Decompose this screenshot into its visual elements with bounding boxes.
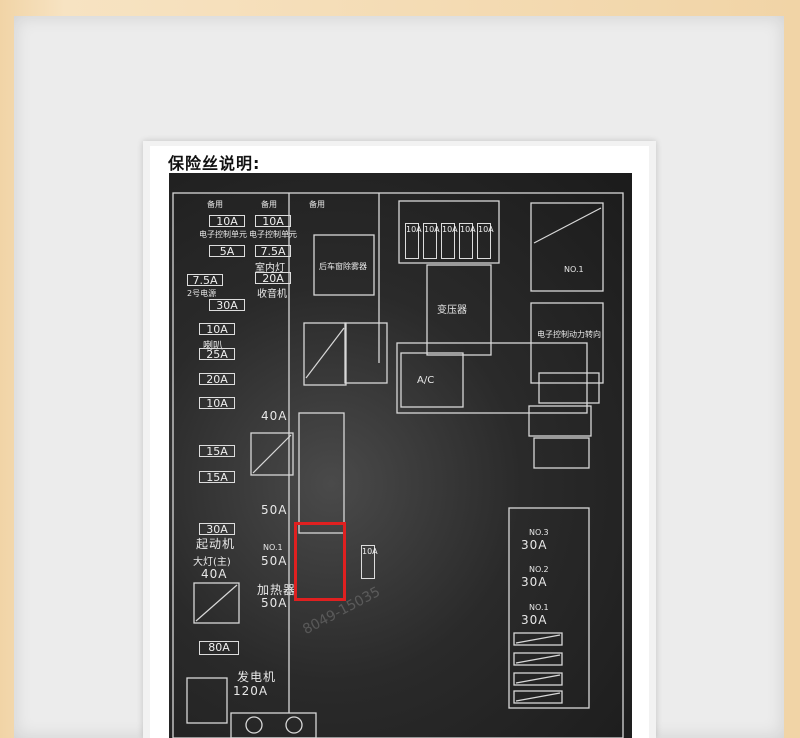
fuse-box-diagram bbox=[172, 192, 624, 738]
fuse-10a-vertical: 10A bbox=[459, 223, 476, 259]
fuse-15a: 15A bbox=[199, 445, 235, 458]
spare-label-1: 备用 bbox=[207, 200, 223, 209]
no1-label: NO.1 bbox=[529, 603, 549, 612]
fuse-20a: 20A bbox=[255, 272, 291, 285]
fuse-50a-text: 50A bbox=[261, 596, 288, 610]
spare-label-2: 备用 bbox=[261, 200, 277, 209]
fuse-40a-text: 40A bbox=[201, 567, 228, 581]
ecu-label: 电子控制单元 bbox=[249, 230, 297, 239]
fuse-box-photo: 备用 备用 备用 10A 10A 电子控制单元 电子控制单元 5A 7.5A 室… bbox=[169, 173, 632, 738]
fuse-10a-vertical: 10A bbox=[361, 545, 378, 579]
fuse-10a: 10A bbox=[209, 215, 245, 228]
fuse-7-5a: 7.5A bbox=[255, 245, 291, 258]
fuse-30a: 30A bbox=[199, 523, 235, 536]
fuse-10a: 10A bbox=[199, 323, 235, 336]
no2-label: NO.2 bbox=[529, 565, 549, 574]
fuse-40a-text: 40A bbox=[261, 409, 288, 423]
fuse-10a-vertical: 10A bbox=[405, 223, 422, 259]
highlighted-fuse-box bbox=[294, 522, 346, 601]
horn-label: 喇叭 bbox=[203, 341, 223, 352]
fuse-7-5a: 7.5A bbox=[187, 274, 223, 287]
room-light-label: 室内灯 bbox=[255, 263, 285, 274]
alternator-label: 发电机 bbox=[237, 670, 277, 684]
fuse-25a: 25A bbox=[199, 348, 235, 361]
fuse-10a-vertical: 10A bbox=[477, 223, 494, 259]
heater-no1-label: NO.1 bbox=[564, 265, 584, 274]
fuse-5a: 5A bbox=[209, 245, 245, 258]
fuse-30a-text: 30A bbox=[521, 613, 548, 627]
fuse-30a: 30A bbox=[209, 299, 245, 312]
epower-steering-label: 电子控制动力转向 bbox=[537, 330, 601, 339]
no3-label: NO.3 bbox=[529, 528, 549, 537]
transformer-label: 变压器 bbox=[437, 305, 467, 316]
fuse-50a-text: 50A bbox=[261, 554, 288, 568]
power-2-label: 2号电源 bbox=[187, 289, 217, 298]
radio-label: 收音机 bbox=[257, 289, 287, 300]
spare-label-3: 备用 bbox=[309, 200, 325, 209]
fuse-50a-text: 50A bbox=[261, 503, 288, 517]
fuse-30a-text: 30A bbox=[521, 538, 548, 552]
fuse-10a: 10A bbox=[255, 215, 291, 228]
headlamp-label: 大灯(主) bbox=[193, 557, 231, 568]
fuse-20a: 20A bbox=[199, 373, 235, 386]
ecu-label: 电子控制单元 bbox=[199, 230, 247, 239]
fuse-80a: 80A bbox=[199, 641, 239, 655]
heater-label: 加热器 bbox=[257, 583, 297, 597]
fuse-120a-text: 120A bbox=[233, 684, 269, 698]
ac-label: A/C bbox=[417, 375, 435, 386]
fuse-30a-text: 30A bbox=[521, 575, 548, 589]
fuse-10a: 10A bbox=[199, 397, 235, 410]
fuse-10a-vertical: 10A bbox=[441, 223, 458, 259]
starter-label: 起动机 bbox=[196, 537, 236, 551]
no1-label: NO.1 bbox=[263, 543, 283, 552]
fuse-description-title: 保险丝说明: bbox=[168, 154, 261, 173]
fuse-15a: 15A bbox=[199, 471, 235, 484]
rear-defogger-label: 后车窗除雾器 bbox=[319, 262, 367, 271]
fuse-10a-vertical: 10A bbox=[423, 223, 440, 259]
